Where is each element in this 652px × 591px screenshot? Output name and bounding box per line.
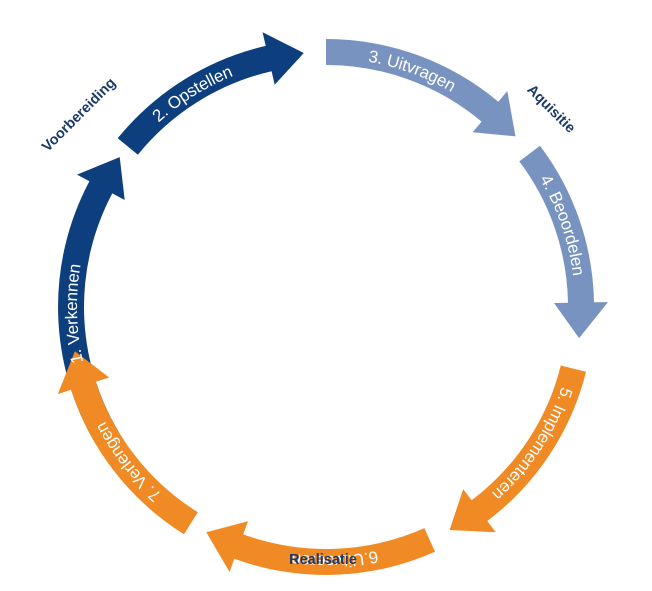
step-label-2: 2. Opstellen — [148, 61, 235, 125]
cycle-arrow-step-7 — [57, 351, 198, 535]
cycle-arrow-step-3 — [326, 39, 516, 137]
cycle-arrow-step-4 — [519, 145, 608, 339]
cycle-arrow-step-6 — [206, 521, 435, 575]
phase-label-voorbereiding: Voorbereiding — [39, 75, 119, 155]
cycle-arrows — [57, 32, 608, 575]
cycle-arrow-step-2 — [117, 32, 304, 155]
phase-label-realisatie: Realisatie — [289, 552, 357, 568]
cycle-arrow-step-5 — [449, 365, 586, 533]
phase-label-aquisitie: Aquisitie — [524, 82, 579, 137]
step-label-5: 5. Implementeren — [489, 385, 577, 505]
step-label-7: 7. Verlengen — [91, 419, 164, 505]
